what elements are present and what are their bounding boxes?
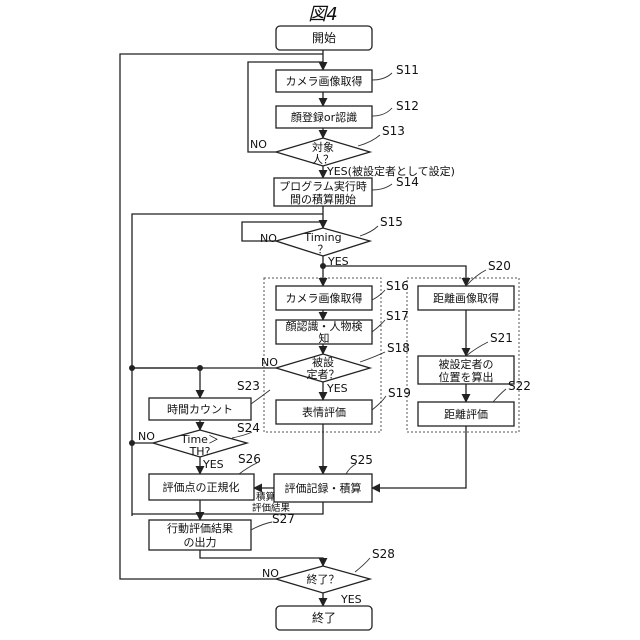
label-s21-line1: 被設定者の — [439, 357, 494, 371]
label-s16: カメラ画像取得 — [286, 292, 363, 305]
step-id-s22: S22 — [508, 379, 531, 393]
label-s23: 時間カウント — [167, 403, 233, 416]
step-id-s11: S11 — [396, 63, 419, 77]
label-s21-line2: 位置を算出 — [439, 370, 494, 384]
step-id-s17: S17 — [386, 309, 409, 323]
label-s14-line1: プログラム実行時 — [279, 179, 367, 193]
step-id-s14: S14 — [396, 175, 419, 189]
label-s17-line1: 顔認識・人物検 — [286, 319, 363, 333]
s24-yes-label: YES — [202, 458, 224, 471]
s15-yes-label: YES — [327, 255, 349, 268]
label-s26: 評価点の正規化 — [163, 480, 240, 494]
label-s27-line1: 行動評価結果 — [167, 521, 233, 535]
step-id-s23: S23 — [237, 379, 260, 393]
s28-yes-label: YES — [340, 593, 362, 606]
s18-yes-label: YES — [326, 382, 348, 395]
step-id-s15: S15 — [380, 215, 403, 229]
step-id-s19: S19 — [388, 386, 411, 400]
label-s22: 距離評価 — [444, 407, 488, 421]
label-s25: 評価記録・積算 — [285, 481, 362, 495]
label-s18-line2: 定者？ — [307, 367, 340, 381]
step-id-s28: S28 — [372, 547, 395, 561]
step-id-s27: S27 — [272, 512, 295, 526]
figure-title: 図4 — [308, 4, 337, 25]
step-id-s26: S26 — [238, 452, 261, 466]
step-id-s24: S24 — [237, 421, 260, 435]
junction-dot-left-s18 — [129, 365, 135, 371]
label-s27-line2: の出力 — [184, 535, 217, 549]
label-s13-line1: 対象 — [312, 140, 334, 154]
step-id-s16: S16 — [386, 279, 409, 293]
s13-yes-label: YES(被設定者として設定) — [326, 164, 455, 178]
label-s15-line2: ？ — [318, 243, 329, 256]
step-id-s25: S25 — [350, 453, 373, 467]
junction-dot-yes-split — [320, 263, 326, 269]
label-s17-line2: 知 — [319, 331, 330, 345]
label-s28: 終了？ — [307, 572, 340, 586]
label-s20: 距離画像取得 — [433, 291, 499, 305]
label-s19: 表情評価 — [302, 405, 346, 419]
accumulate-label: 積算 — [256, 491, 275, 503]
label-s12: 顔登録or認識 — [291, 110, 357, 124]
step-id-s12: S12 — [396, 99, 419, 113]
s15-no-label: NO — [260, 232, 277, 245]
s24-no-label: NO — [138, 430, 155, 443]
junction-dot-s23 — [197, 365, 203, 371]
step-id-s21: S21 — [490, 331, 513, 345]
step-id-s20: S20 — [488, 259, 511, 273]
label-s11: カメラ画像取得 — [286, 75, 363, 88]
s28-no-label: NO — [262, 567, 279, 580]
label-s18-line1: 被設 — [312, 355, 334, 369]
s13-no-label: NO — [250, 138, 267, 151]
junction-dot-left-s24 — [129, 440, 135, 446]
start-label: 開始 — [312, 31, 336, 45]
step-id-s18: S18 — [387, 341, 410, 355]
label-s24-line2: TH? — [189, 445, 211, 458]
end-label: 終了 — [312, 610, 336, 625]
s18-no-label: NO — [261, 356, 278, 369]
step-id-s13: S13 — [382, 124, 405, 138]
label-s14-line2: 間の積算開始 — [290, 192, 356, 206]
